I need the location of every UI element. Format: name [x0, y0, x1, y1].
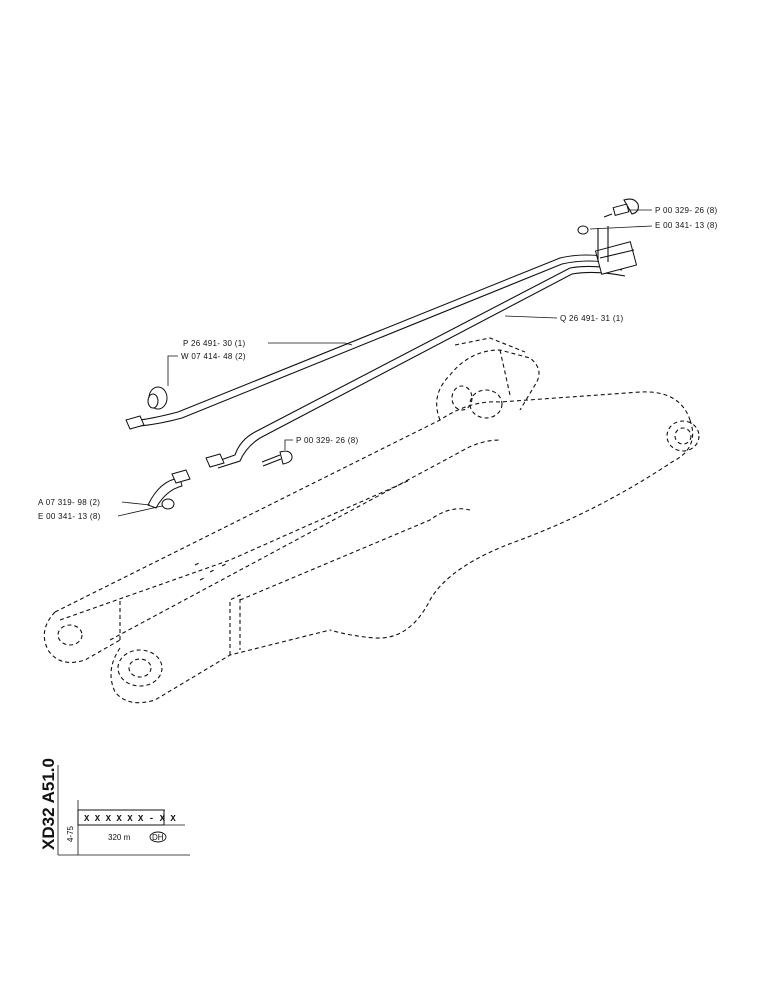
top-washer: [577, 225, 589, 235]
variant-label: DH: [152, 833, 164, 842]
label-p-top: P 00 329- 26 (8): [655, 206, 718, 215]
model-label: 320 m: [108, 833, 131, 842]
label-p-mid: P 00 329- 26 (8): [296, 436, 359, 445]
drawing-number: XD32 A51.0: [39, 758, 58, 850]
part-code: X X X X X X - X X: [84, 814, 176, 824]
label-a-hose: A 07 319- 98 (2): [38, 498, 100, 507]
label-q-tube: Q 26 491- 31 (1): [560, 314, 624, 323]
hose-a07: [147, 469, 191, 509]
parts: [125, 198, 639, 510]
upper-tube-clamp: [125, 415, 145, 430]
mid-tube-clamp: [205, 453, 225, 468]
top-screw: [603, 198, 639, 218]
leader-lines: [117, 209, 653, 517]
label-e-top: E 00 341- 13 (8): [655, 221, 718, 230]
lower-washer: [161, 498, 175, 510]
label-w-fit: W 07 414- 48 (2): [181, 352, 246, 361]
boom-outline: [43, 337, 700, 704]
title-block: XD32 A51.0 4-75 X X X X X X - X X 320 m …: [39, 758, 190, 856]
label-e-low: E 00 341- 13 (8): [38, 512, 101, 521]
fitting-w07: [147, 386, 168, 410]
drawing-date: 4-75: [66, 825, 75, 842]
label-p-tube: P 26 491- 30 (1): [183, 339, 246, 348]
top-clamp: [594, 226, 638, 275]
variant-badge: [149, 831, 167, 843]
mid-screw: [261, 450, 293, 467]
hydraulic-tubes: [139, 254, 626, 469]
